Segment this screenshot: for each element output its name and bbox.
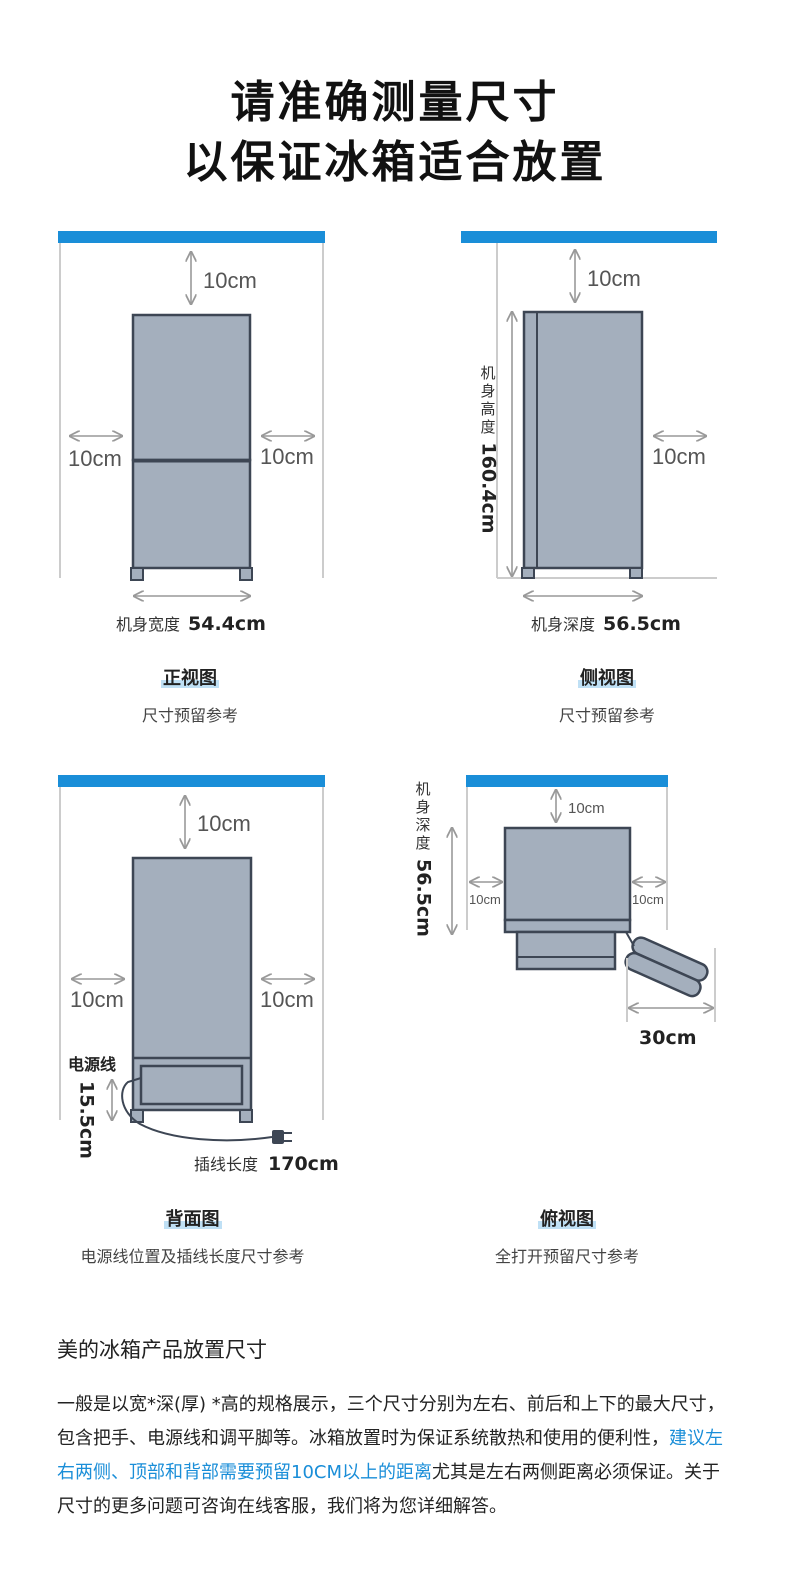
- side-fridge-body: [522, 310, 644, 570]
- back-right-gap: 10cm: [260, 987, 314, 1012]
- back-compressor-panel: [139, 1064, 244, 1106]
- side-wall-top: [461, 231, 717, 243]
- top-door-gap: 30cm: [639, 1027, 697, 1049]
- plug-icon: [272, 1130, 284, 1144]
- front-view-sub: 尺寸预留参考: [141, 706, 238, 725]
- top-open-door: [624, 936, 709, 998]
- front-foot-right: [239, 567, 253, 581]
- back-power-cord: [121, 1077, 273, 1142]
- side-height-char-4: 度: [480, 418, 495, 436]
- back-foot-left: [130, 1109, 144, 1123]
- top-depth-char-3: 深: [415, 816, 430, 834]
- front-right-gap: 10cm: [260, 444, 314, 469]
- side-right-gap: 10cm: [652, 444, 706, 469]
- top-view-caption: 俯视图 全打开预留尺寸参考: [457, 1205, 677, 1267]
- back-left-gap: 10cm: [70, 987, 124, 1012]
- back-view-sub: 电源线位置及插线长度尺寸参考: [80, 1247, 305, 1266]
- side-height-char-2: 身: [480, 382, 495, 400]
- side-view-name: 侧视图: [578, 664, 636, 690]
- back-top-gap: 10cm: [197, 811, 251, 836]
- front-wall-top: [58, 231, 325, 243]
- top-left-gap: 10cm: [469, 892, 501, 907]
- side-height-value: 160.4cm: [478, 442, 500, 533]
- front-fridge-upper: [131, 313, 252, 462]
- top-top-gap: 10cm: [568, 800, 605, 817]
- page-title-line2: 以保证冰箱适合放置: [183, 137, 607, 188]
- side-height-char-3: 高: [480, 400, 495, 418]
- back-wall-top: [58, 775, 325, 787]
- description-paragraph: 一般是以宽*深(厚) *高的规格展示，三个尺寸分别为左右、前后和上下的最大尺寸，…: [57, 1388, 737, 1524]
- top-depth-char-2: 身: [415, 798, 430, 816]
- side-view-caption: 侧视图 尺寸预留参考: [507, 664, 707, 726]
- description-text-2: 尤其是左右两侧距离必须保证。关于尺寸的更多问题可咨询在线客服，我们将为您详细解答…: [57, 1462, 721, 1517]
- side-height-char-1: 机: [480, 364, 495, 382]
- back-cord-height: 15.5cm: [76, 1081, 98, 1159]
- top-depth-char-1: 机: [415, 780, 430, 798]
- top-fridge-body: [503, 826, 632, 922]
- description-highlight: 建议左右两侧、顶部和背部需要预留10CM以上的距离: [57, 1428, 723, 1483]
- back-view-name: 背面图: [163, 1205, 222, 1231]
- front-fridge-lower: [131, 458, 252, 570]
- back-foot-right: [239, 1109, 253, 1123]
- front-foot-left: [130, 567, 144, 581]
- top-hinge-line: [625, 931, 635, 947]
- side-view-sub: 尺寸预留参考: [558, 706, 655, 725]
- description-text-1: 一般是以宽*深(厚) *高的规格展示，三个尺寸分别为左右、前后和上下的最大尺寸，…: [57, 1394, 725, 1449]
- front-top-gap: 10cm: [203, 268, 257, 293]
- front-view-caption: 正视图 尺寸预留参考: [90, 664, 290, 726]
- top-fridge-door: [503, 918, 632, 934]
- side-foot-right: [629, 567, 643, 579]
- front-view-name: 正视图: [161, 664, 219, 690]
- top-view-sub: 全打开预留尺寸参考: [494, 1247, 639, 1266]
- top-fridge-drawer: [515, 930, 617, 971]
- top-depth-char-4: 度: [415, 834, 430, 852]
- top-wall-back: [466, 775, 668, 787]
- top-depth-value: 56.5cm: [413, 859, 435, 937]
- side-top-gap: 10cm: [587, 266, 641, 291]
- front-left-gap: 10cm: [68, 446, 122, 471]
- page-title-line1: 请准确测量尺寸: [230, 77, 560, 128]
- back-view-caption: 背面图 电源线位置及插线长度尺寸参考: [40, 1205, 345, 1267]
- side-foot-left: [521, 567, 535, 579]
- top-right-gap: 10cm: [632, 892, 664, 907]
- section-title: 美的冰箱产品放置尺寸: [57, 1338, 267, 1362]
- back-cord-label: 电源线: [68, 1055, 116, 1074]
- top-view-name: 俯视图: [538, 1205, 596, 1231]
